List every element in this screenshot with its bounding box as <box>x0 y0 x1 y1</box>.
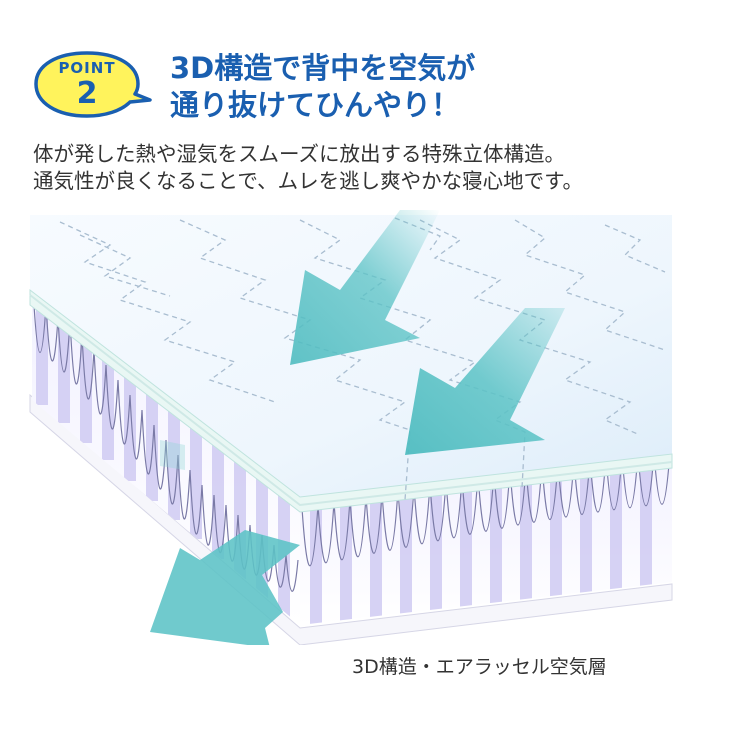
description-line-1: 体が発した熱や湿気をスムーズに放出する特殊立体構造。 <box>33 142 565 166</box>
point-badge: POINT 2 <box>32 48 152 128</box>
airflow-arrow-icon <box>405 308 565 455</box>
badge-number: 2 <box>76 76 98 111</box>
illustration-caption: 3D構造・エアラッセル空気層 <box>352 656 607 678</box>
headline-line-2: 通り抜けてひんやり！ <box>170 88 461 122</box>
airflow-arrow-icon <box>150 530 300 645</box>
mattress-illustration <box>29 210 673 645</box>
description: 体が発した熱や湿気をスムーズに放出する特殊立体構造。 通気性が良くなることで、ム… <box>33 141 713 195</box>
headline: 3D構造で背中を空気が 通り抜けてひんやり！ <box>170 50 710 124</box>
headline-line-1: 3D構造で背中を空気が <box>170 51 476 85</box>
airflow-arrow-icon <box>290 210 440 365</box>
badge-label: POINT <box>58 59 116 77</box>
description-line-2: 通気性が良くなることで、ムレを逃し爽やかな寝心地です。 <box>33 169 584 193</box>
speech-bubble-icon <box>34 51 152 118</box>
